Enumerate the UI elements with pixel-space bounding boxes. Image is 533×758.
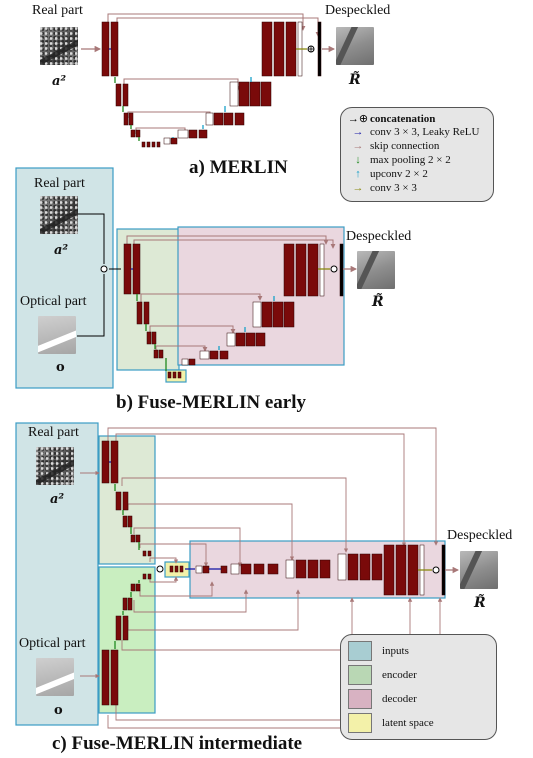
conv-block: [198, 129, 208, 139]
skip-connection: [123, 78, 241, 91]
panel-b-input-image: [40, 196, 78, 234]
panel-c-input-label: Real part: [28, 425, 79, 440]
legend-region-item: decoder: [348, 689, 417, 709]
output-block: [317, 21, 322, 77]
panel-b-output-label: Despeckled: [346, 229, 412, 244]
legend-op-symbol: →: [352, 182, 364, 194]
legend-region-swatch: [348, 665, 372, 685]
conv-block: [223, 112, 234, 126]
legend-op-symbol: ↓: [355, 154, 361, 166]
conv-block: [213, 112, 224, 126]
conv-block: [188, 129, 198, 139]
panel-b-caption: b) Fuse-MERLIN early: [116, 392, 306, 413]
panel-b-output-var: R̃: [372, 294, 384, 310]
panel-b-input-var: a²: [54, 243, 69, 258]
panel-c-optical-label: Optical part: [19, 636, 86, 651]
legend-operations: [340, 107, 494, 202]
legend-region-item: latent space: [348, 713, 434, 733]
legend-op-label: upconv 2 × 2: [370, 168, 428, 180]
legend-region-swatch: [348, 689, 372, 709]
panel-a-output-var: R̃: [349, 72, 361, 88]
panel-b-optical-image: [38, 316, 76, 354]
legend-op-label: concatenation: [370, 112, 436, 125]
panel-a-output-label: Despeckled: [325, 3, 391, 18]
panel-a-network: [81, 13, 336, 148]
legend-region-item: encoder: [348, 665, 417, 685]
conv-block: [260, 81, 272, 107]
legend-region-item: inputs: [348, 641, 409, 661]
conv-block: [110, 21, 119, 77]
upsample-block: [229, 81, 239, 107]
conv-block: [170, 137, 178, 145]
legend-region-label: encoder: [382, 669, 417, 681]
panel-c-input-image: [36, 447, 74, 485]
legend-region-label: latent space: [382, 717, 434, 729]
upsample-block: [177, 129, 189, 139]
conv-block: [101, 21, 110, 77]
panel-b-optical-label: Optical part: [20, 294, 87, 309]
panel-b-input-label: Real part: [34, 176, 85, 191]
conv-block: [249, 81, 261, 107]
conv-block: [122, 83, 129, 107]
panel-c-output-label: Despeckled: [447, 528, 513, 543]
legend-op-label: skip connection: [370, 140, 440, 152]
panel-c-output-var: R̃: [474, 595, 486, 611]
panel-a-input-label: Real part: [32, 3, 83, 18]
conv-block: [130, 129, 136, 138]
conv-block: [261, 21, 273, 77]
panel-a-input-var: a²: [52, 74, 67, 89]
panel-c-optical-image: [36, 658, 74, 696]
conv-block: [135, 129, 141, 138]
upsample-block: [205, 112, 214, 126]
panel-b-output-image: [357, 251, 395, 289]
legend-op-symbol: ↑: [355, 168, 361, 180]
conv-block: [238, 81, 250, 107]
skip-connection: [107, 13, 306, 31]
panel-a-caption: a) MERLIN: [189, 157, 288, 178]
panel-b-optical-var: o: [56, 360, 65, 375]
conv-block: [141, 141, 146, 148]
panel-c-optical-var: o: [54, 703, 63, 718]
legend-region-label: decoder: [382, 693, 417, 705]
legend-op-symbol: →: [352, 140, 364, 152]
panel-a-output-image: [336, 27, 374, 65]
conv-block: [128, 112, 134, 126]
panel-c-input-var: a²: [50, 492, 65, 507]
panel-a-input-image: [40, 27, 78, 65]
legend-op-label: max pooling 2 × 2: [370, 154, 451, 166]
legend-region-swatch: [348, 641, 372, 661]
conv-block: [146, 141, 151, 148]
upsample-block: [163, 137, 171, 145]
conv-block: [123, 112, 129, 126]
legend-op-item: ↓ max pooling 2 × 2: [346, 154, 451, 166]
panel-c-caption: c) Fuse-MERLIN intermediate: [52, 733, 303, 754]
legend-op-symbol: →⊕: [347, 113, 369, 125]
conv-block: [273, 21, 285, 77]
legend-region-swatch: [348, 713, 372, 733]
legend-op-item: →⊕concatenation: [346, 112, 436, 126]
panel-b-network: [15, 167, 358, 389]
legend-op-label: conv 3 × 3: [370, 182, 417, 194]
conv-block: [285, 21, 297, 77]
legend-op-label: conv 3 × 3, Leaky ReLU: [370, 126, 480, 138]
legend-op-symbol: →: [352, 126, 364, 138]
panel-c-output-image: [460, 551, 498, 589]
legend-op-item: ↑ upconv 2 × 2: [346, 168, 428, 180]
skip-connection: [135, 127, 188, 137]
legend-op-item: → skip connection: [346, 140, 440, 152]
legend-op-item: → conv 3 × 3: [346, 182, 417, 194]
conv-block: [156, 141, 161, 148]
conv-block: [151, 141, 156, 148]
conv-block: [115, 83, 122, 107]
conv-block: [234, 112, 245, 126]
skip-connection: [127, 111, 213, 123]
legend-region-label: inputs: [382, 645, 409, 657]
legend-op-item: → conv 3 × 3, Leaky ReLU: [346, 126, 480, 138]
